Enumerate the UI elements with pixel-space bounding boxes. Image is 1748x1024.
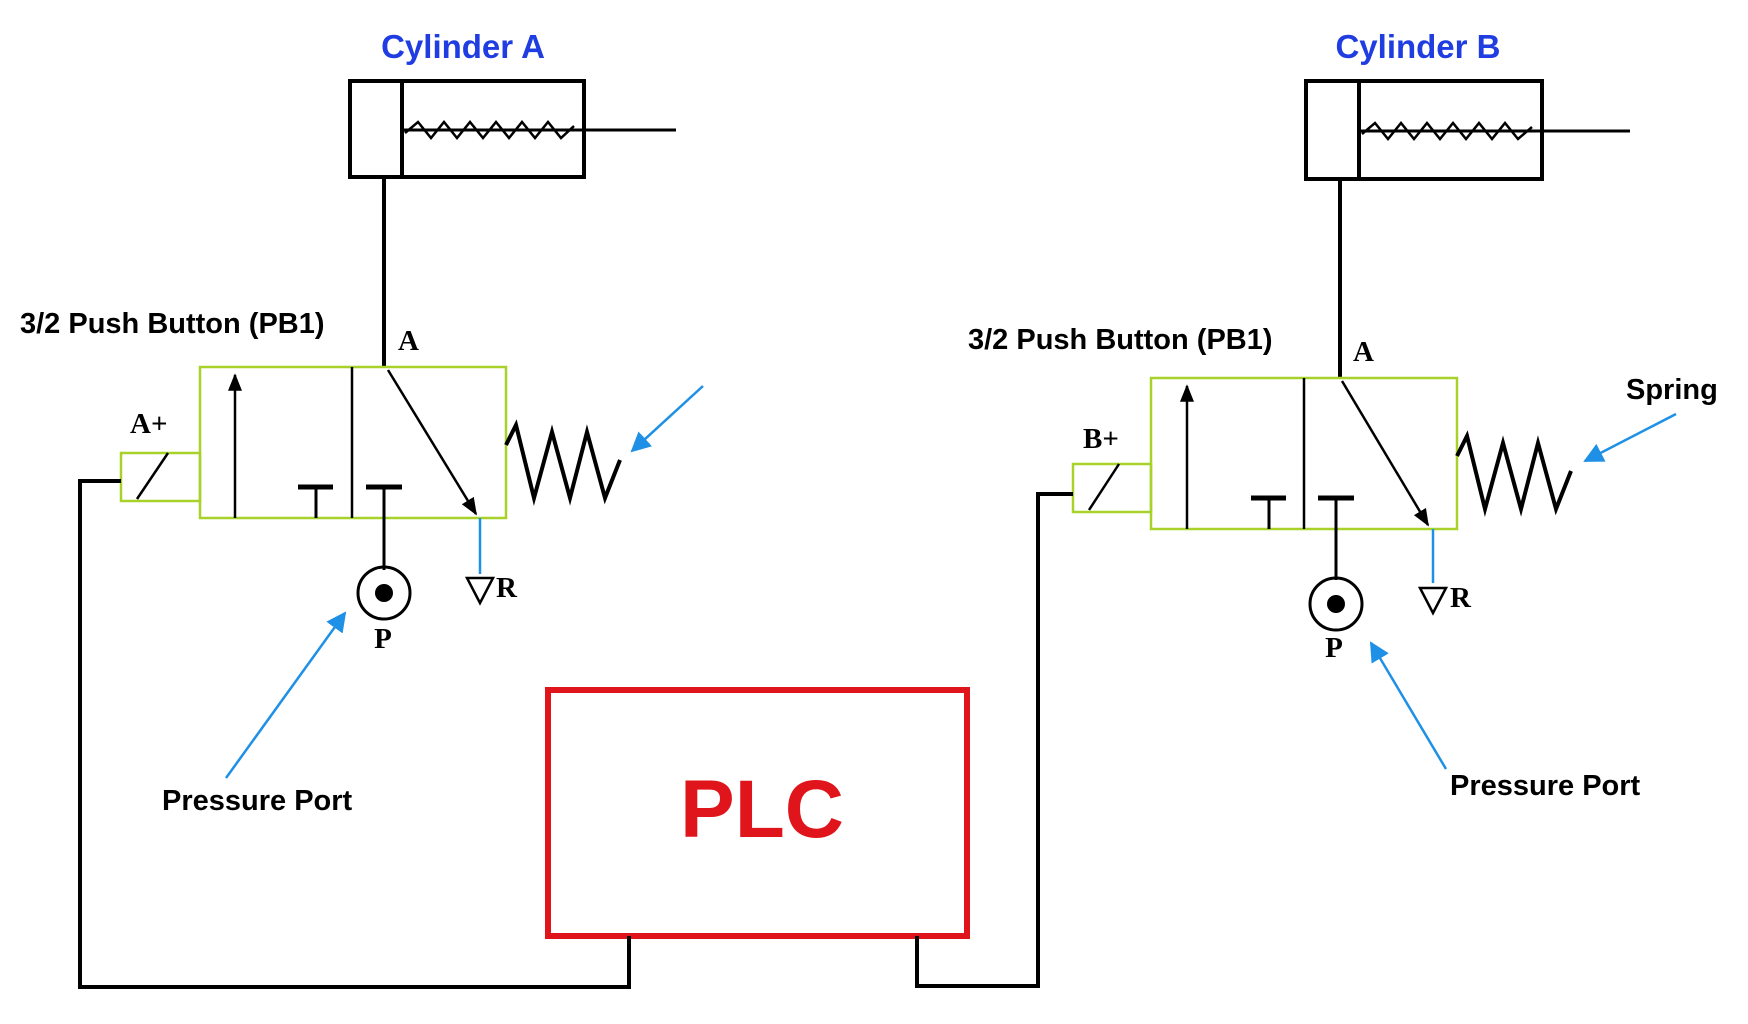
exhaust-a-icon [464,576,496,606]
port-p-b-label: P [1325,632,1343,664]
solenoid-a-icon [119,451,202,503]
valve-a-port-a: A [398,325,419,357]
valve-b-label: 3/2 Push Button (PB1) [968,324,1273,356]
cylinder-b-spring [1361,121,1533,141]
valve-b: 3/2 Push Button (PB1) A B+ P R Spring Pr… [968,324,1718,802]
solenoid-a-label: A+ [130,408,167,440]
pressure-b-pointer-arrow [1369,641,1448,770]
plc-block: PLC [545,687,970,939]
port-r-a-label: R [496,572,518,604]
wire-plc-to-solenoid-a [78,479,631,989]
spring-label: Spring [1626,374,1718,406]
pressure-port-a-dot [375,584,393,602]
valve-a: 3/2 Push Button (PB1) A A+ P R Pressure … [20,308,704,817]
cylinder-a: Cylinder A [348,28,676,179]
valve-b-spring-icon [1455,430,1573,517]
plc-label: PLC [680,764,844,855]
valve-a-label: 3/2 Push Button (PB1) [20,308,325,340]
solenoid-b-coil [1087,463,1121,511]
solenoid-b-label: B+ [1083,423,1119,455]
pressure-port-b-icon [1308,576,1364,632]
cylinder-a-title: Cylinder A [381,28,545,65]
pressure-a-pointer-arrow [224,611,347,779]
valve-b-diag-arrow-icon [1340,380,1430,527]
spring-a-pointer-arrow [630,385,704,453]
cylinder-a-spring [404,120,575,140]
valve-a-diag-arrow-icon [386,369,478,516]
cylinder-b-title: Cylinder B [1335,28,1500,65]
valve-a-spring-icon [504,419,622,506]
pressure-port-a-label: Pressure Port [162,785,353,817]
pressure-port-a-icon [356,565,412,621]
wire-plc-to-solenoid-b [915,492,1073,988]
pressure-port-b-dot [1327,595,1345,613]
exhaust-b-icon [1417,586,1449,616]
pressure-port-b-label: Pressure Port [1450,770,1641,802]
solenoid-a-coil [135,452,170,500]
plc-box [545,687,970,939]
port-r-b-label: R [1450,582,1472,614]
solenoid-b-icon [1071,462,1153,514]
cylinder-b: Cylinder B [1304,28,1630,181]
port-p-a-label: P [374,623,392,655]
spring-b-pointer-arrow [1583,412,1677,463]
valve-b-port-a: A [1353,336,1374,368]
